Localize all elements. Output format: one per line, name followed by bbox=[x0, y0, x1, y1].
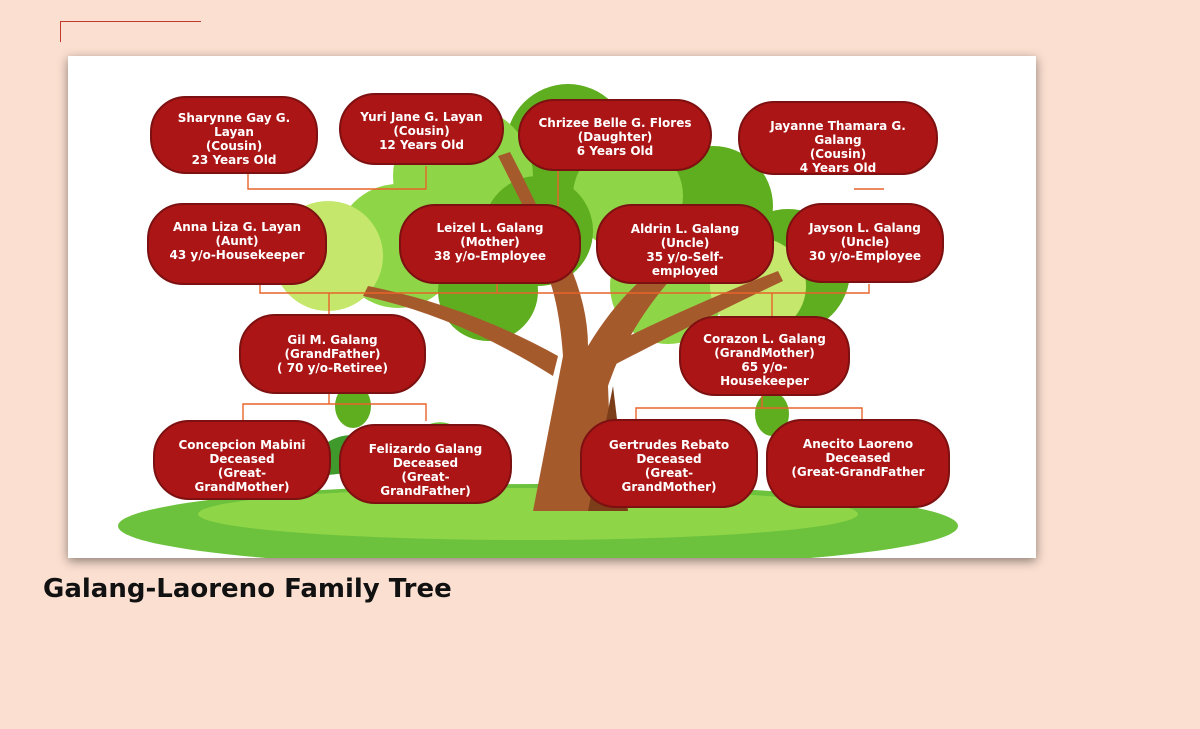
node-name: Felizardo Galang bbox=[368, 442, 483, 456]
node-detail-cont: employed bbox=[651, 264, 719, 278]
node-detail: 23 Years Old bbox=[191, 153, 277, 167]
family-tree-slide: Sharynne Gay G. Layan (Cousin) 23 Years … bbox=[68, 56, 1036, 558]
node-relation: Deceased bbox=[825, 451, 891, 465]
node-felizardo[interactable]: Felizardo Galang Deceased (Great- GrandF… bbox=[339, 424, 512, 504]
node-leizel[interactable]: Leizel L. Galang (Mother) 38 y/o-Employe… bbox=[399, 204, 581, 284]
node-relation: Deceased bbox=[209, 452, 275, 466]
connector-cousins bbox=[247, 166, 427, 190]
node-name: Aldrin L. Galang bbox=[630, 222, 740, 236]
node-relation: (Mother) bbox=[460, 235, 520, 249]
node-gertrudes[interactable]: Gertrudes Rebato Deceased (Great- GrandM… bbox=[580, 419, 758, 508]
node-relation: Deceased bbox=[636, 452, 702, 466]
node-detail: 12 Years Old bbox=[379, 138, 464, 152]
node-jayanne[interactable]: Jayanne Thamara G. Galang (Cousin) 4 Yea… bbox=[738, 101, 938, 175]
node-detail: (Great- bbox=[644, 466, 694, 480]
node-relation: (GrandMother) bbox=[714, 346, 815, 360]
node-detail: (Great- bbox=[401, 470, 450, 484]
corner-accent-line bbox=[60, 21, 201, 42]
node-relation: Deceased bbox=[392, 456, 459, 470]
node-name: Gertrudes Rebato bbox=[608, 438, 730, 452]
node-name-cont: Layan bbox=[214, 125, 254, 139]
node-name: Jayanne Thamara G. bbox=[770, 119, 906, 133]
node-chrizee[interactable]: Chrizee Belle G. Flores (Daughter) 6 Yea… bbox=[518, 99, 712, 171]
page-title: Galang-Laoreno Family Tree bbox=[43, 574, 452, 604]
connector-lines bbox=[242, 166, 884, 421]
node-detail: 65 y/o- bbox=[741, 360, 788, 374]
node-aldrin[interactable]: Aldrin L. Galang (Uncle) 35 y/o-Self- em… bbox=[596, 204, 774, 284]
connector-corazon-parents bbox=[635, 407, 863, 421]
node-detail-cont: GrandMother) bbox=[621, 480, 717, 494]
connector-children bbox=[259, 284, 870, 294]
node-name: Concepcion Mabini bbox=[178, 438, 306, 452]
node-relation: (Uncle) bbox=[660, 236, 710, 250]
node-detail: 30 y/o-Employee bbox=[808, 249, 922, 263]
node-yuri[interactable]: Yuri Jane G. Layan (Cousin) 12 Years Old bbox=[339, 93, 504, 165]
tree-trunk bbox=[533, 256, 678, 511]
small-bush-left bbox=[335, 384, 371, 428]
node-anecito[interactable]: Anecito Laoreno Deceased (Great-GrandFat… bbox=[766, 419, 950, 508]
connector-gil-parents bbox=[242, 403, 427, 421]
node-name: Yuri Jane G. Layan bbox=[360, 110, 483, 124]
node-relation: (GrandFather) bbox=[284, 347, 381, 361]
node-sharynne[interactable]: Sharynne Gay G. Layan (Cousin) 23 Years … bbox=[150, 96, 318, 174]
node-name: Anna Liza G. Layan bbox=[172, 220, 302, 234]
node-name: Anecito Laoreno bbox=[802, 437, 914, 451]
node-name: Gil M. Galang bbox=[287, 333, 378, 347]
node-detail: 4 Years Old bbox=[799, 161, 877, 175]
node-detail-cont: GrandMother) bbox=[194, 480, 290, 494]
node-detail: 38 y/o-Employee bbox=[433, 249, 547, 263]
node-detail: 43 y/o-Housekeeper bbox=[169, 248, 305, 262]
node-relation: (Aunt) bbox=[215, 234, 259, 248]
node-detail: 35 y/o-Self- bbox=[646, 250, 724, 264]
node-name: Corazon L. Galang bbox=[703, 332, 826, 346]
node-name: Chrizee Belle G. Flores bbox=[538, 116, 692, 130]
node-detail: (Great- bbox=[217, 466, 267, 480]
node-detail-cont: GrandFather) bbox=[380, 484, 471, 498]
node-name: Sharynne Gay G. bbox=[177, 111, 291, 125]
node-detail-cont: Housekeeper bbox=[720, 374, 809, 388]
node-anna[interactable]: Anna Liza G. Layan (Aunt) 43 y/o-Houseke… bbox=[147, 203, 327, 285]
node-jayson[interactable]: Jayson L. Galang (Uncle) 30 y/o-Employee bbox=[786, 203, 944, 283]
node-name: Leizel L. Galang bbox=[436, 221, 544, 235]
node-concepcion[interactable]: Concepcion Mabini Deceased (Great- Grand… bbox=[153, 420, 331, 500]
node-detail: ( 70 y/o-Retiree) bbox=[277, 361, 388, 375]
node-relation: (Uncle) bbox=[840, 235, 890, 249]
node-corazon[interactable]: Corazon L. Galang (GrandMother) 65 y/o- … bbox=[679, 316, 850, 396]
node-relation: (Cousin) bbox=[393, 124, 450, 138]
branch-left bbox=[363, 286, 558, 376]
node-detail: (Great-GrandFather bbox=[791, 465, 925, 479]
node-name-cont: Galang bbox=[814, 133, 862, 147]
node-relation: (Cousin) bbox=[205, 139, 263, 153]
node-name: Jayson L. Galang bbox=[809, 221, 921, 235]
node-detail: 6 Years Old bbox=[576, 144, 654, 158]
node-relation: (Daughter) bbox=[577, 130, 653, 144]
node-relation: (Cousin) bbox=[809, 147, 867, 161]
branch-right bbox=[588, 271, 783, 376]
node-gil[interactable]: Gil M. Galang (GrandFather) ( 70 y/o-Ret… bbox=[239, 314, 426, 394]
